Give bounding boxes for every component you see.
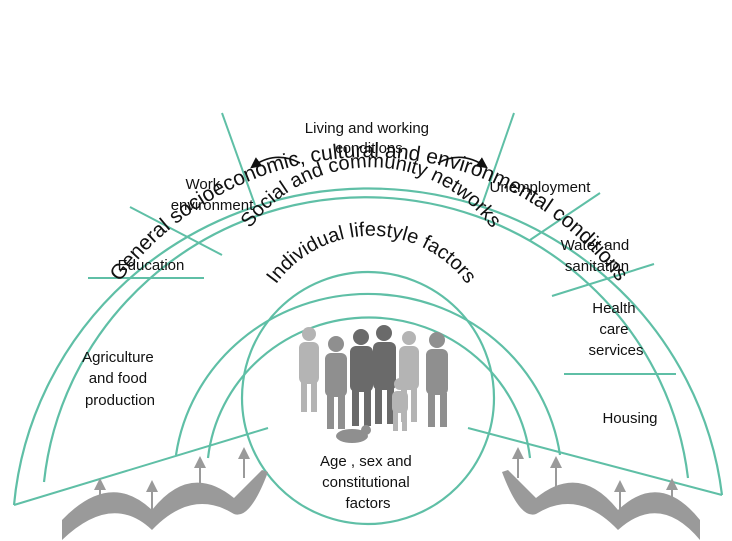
curved-arrow-icon-left — [250, 156, 301, 169]
bracket-arrows-icon-right — [502, 447, 700, 540]
divider-right-2 — [529, 192, 601, 241]
label-work-environment: Work environment — [171, 176, 254, 214]
ground-line-right — [467, 427, 723, 496]
label-unemployment: Unemployment — [490, 179, 592, 196]
label-housing: Housing — [602, 410, 657, 427]
divider-right-1 — [481, 112, 515, 206]
ring-outer — [12, 187, 724, 506]
divider-left-3 — [221, 112, 256, 206]
label-education: Education — [118, 257, 185, 274]
ground-line-left — [13, 427, 269, 506]
label-living-working-heading: Living and working conditions — [305, 120, 433, 157]
bracket-arrows-icon-left — [62, 447, 268, 540]
label-water-sanitation: Water and sanitation — [561, 237, 634, 275]
divider-right-3 — [551, 263, 655, 297]
divider-left-2 — [129, 206, 223, 256]
label-agriculture: Agriculture and food production — [82, 349, 158, 409]
label-core: Age , sex and constitutional factors — [320, 453, 416, 512]
ring-living-working — [42, 196, 690, 483]
label-individual-layer: Individual lifestyle factors — [262, 219, 480, 288]
ring-community-inner — [206, 316, 532, 459]
label-health-care: Health care services — [588, 300, 643, 359]
ring-community-outer — [174, 292, 562, 456]
curved-arrow-icon-right — [437, 156, 488, 169]
people-group-icon — [299, 325, 448, 443]
ring-core — [240, 270, 496, 526]
